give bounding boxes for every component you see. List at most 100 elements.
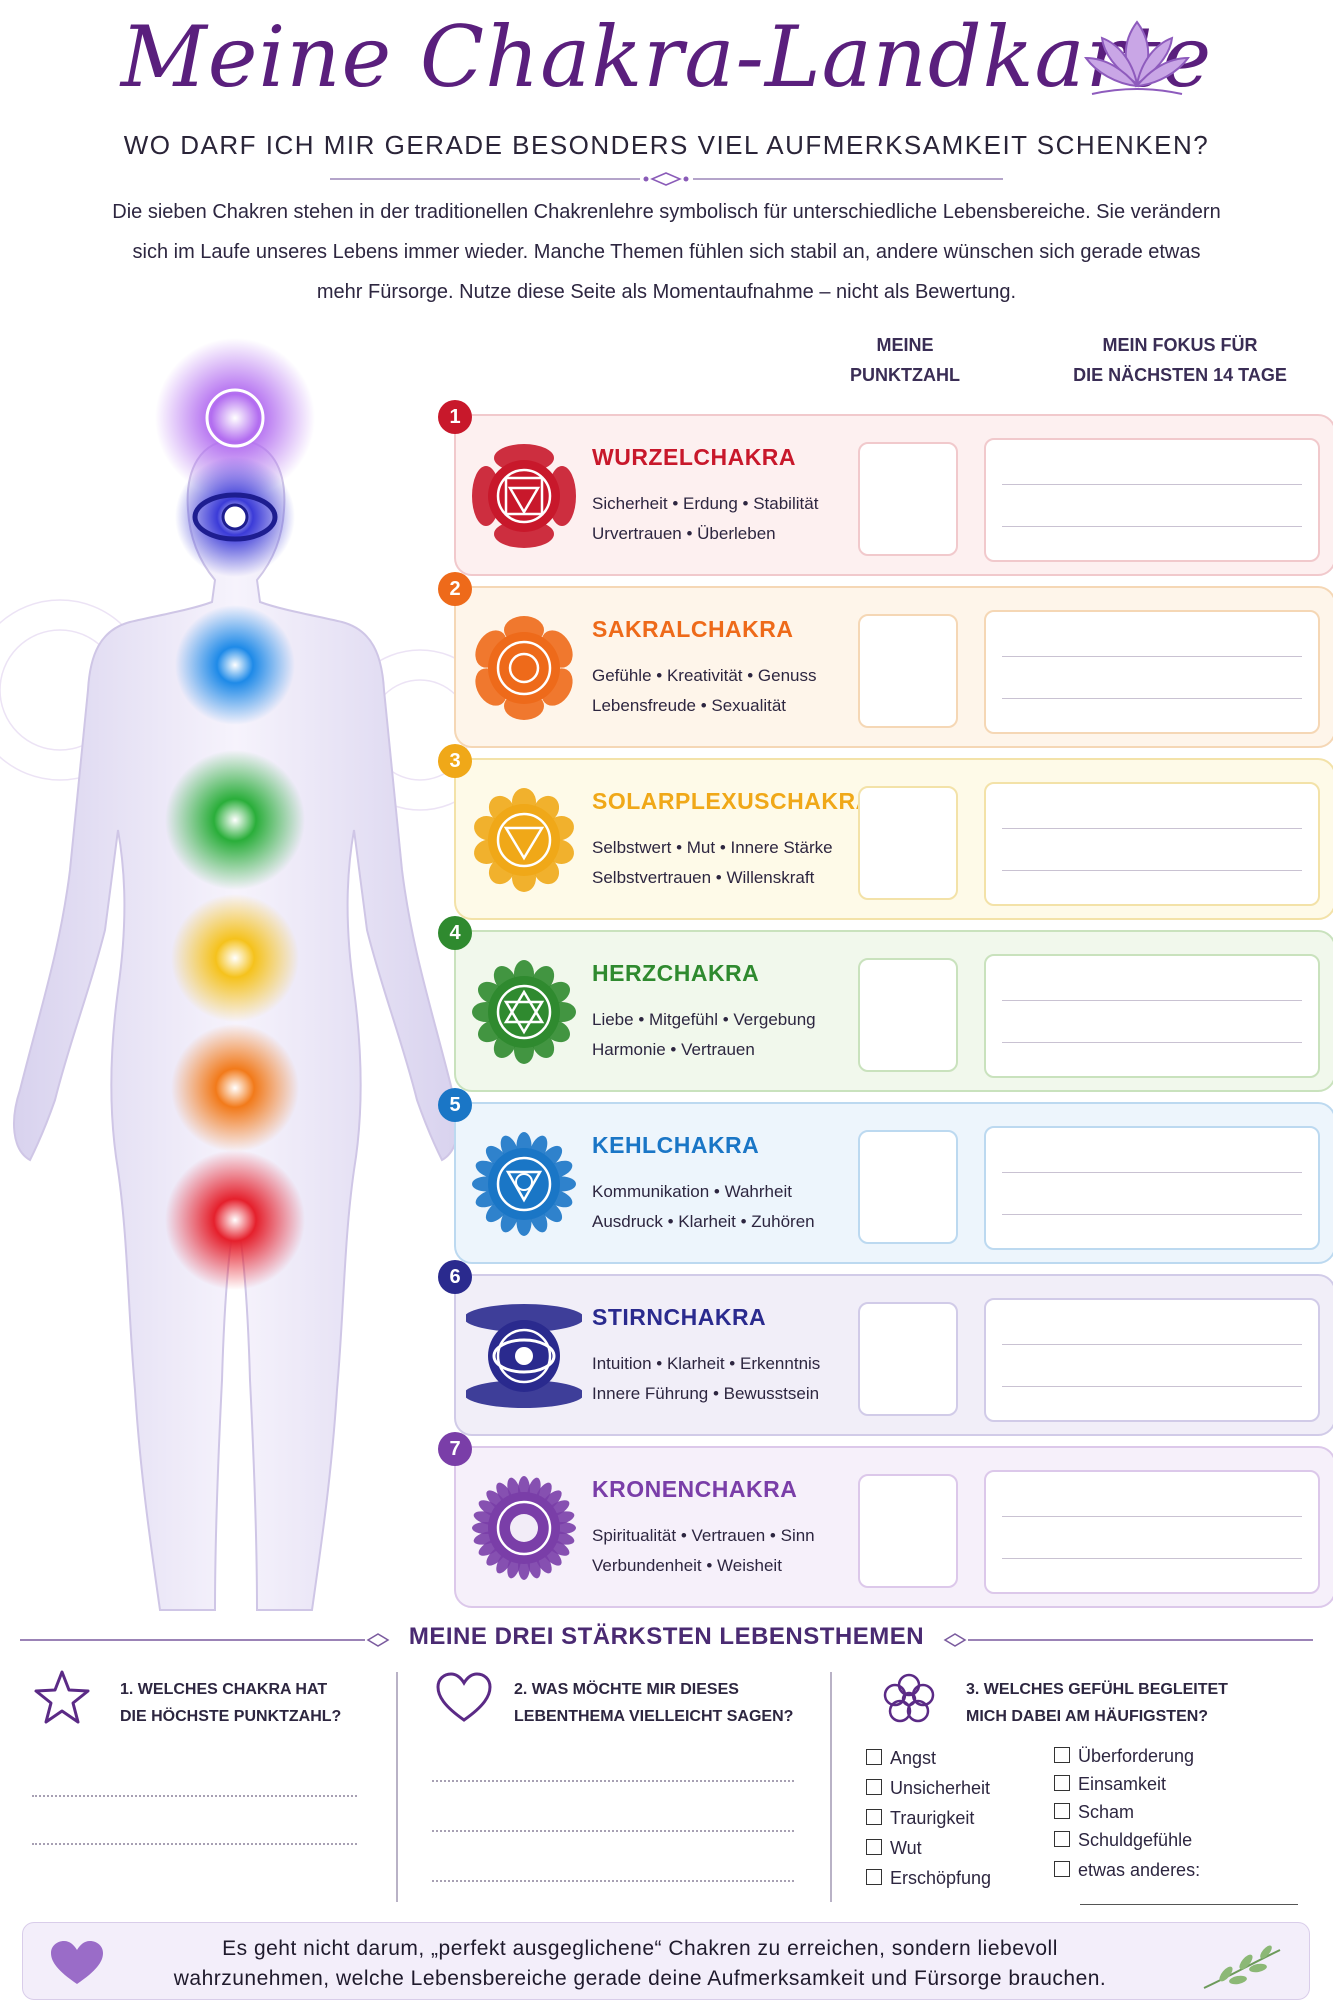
checkbox-box[interactable] [866,1749,882,1765]
answer-line[interactable] [432,1830,794,1832]
focus-column-header: MEIN FOKUS FÜR DIE NÄCHSTEN 14 TAGE [1030,330,1330,390]
checkbox-box[interactable] [1054,1747,1070,1763]
focus-input-box[interactable] [984,782,1320,906]
checkbox-box[interactable] [1054,1775,1070,1791]
checkbox-label: etwas anderes: [1078,1860,1201,1880]
checkbox-label: Unsicherheit [890,1778,991,1798]
chakra-keywords: Selbstvertrauen • Willenskraft [592,868,815,887]
intro-line: mehr Fürsorge. Nutze diese Seite als Mom… [316,281,1017,303]
question-line: LEBENTHEMA VIELLEICHT SAGEN? [514,1708,794,1725]
footer-line: Es geht nicht darum, „perfekt ausgeglich… [222,1937,1058,1960]
checkbox-box[interactable] [866,1779,882,1795]
score-input-box[interactable] [858,442,958,556]
focus-input-box[interactable] [984,1126,1320,1250]
row-number-badge: 7 [438,1432,472,1466]
chakra-row-stirnchakra: 6 STIRNCHAKRA Intuition • Klarheit • Erk… [438,1260,1333,1436]
star-icon [34,1670,90,1724]
intro-line: sich im Laufe unseres Lebens immer wiede… [132,241,1201,263]
focus-input-box[interactable] [984,1470,1320,1594]
question-line: 3. WELCHES GEFÜHL BEGLEITET [966,1681,1228,1698]
focus-input-box[interactable] [984,438,1320,562]
column-divider [396,1672,398,1902]
section-divider [20,1633,1313,1647]
answer-line[interactable] [32,1795,357,1797]
checkbox-label: Überforderung [1078,1746,1195,1766]
score-input-box[interactable] [858,958,958,1072]
chakra-name: WURZELCHAKRA [592,444,797,470]
footer-text: Es geht nicht darum, „perfekt ausgeglich… [110,1934,1170,1994]
checkbox-ueberforderung[interactable]: Überforderung [1054,1746,1194,1767]
score-input-box[interactable] [858,786,958,900]
checkbox-box[interactable] [866,1839,882,1855]
answer-line[interactable] [32,1843,357,1845]
checkbox-box[interactable] [1054,1831,1070,1847]
chakra-name: SOLARPLEXUSCHAKRA [592,788,873,814]
checkbox-label: Angst [890,1748,937,1768]
chakra-row-kehlchakra: 5 KEHLCHAKRA Kommunikation • Wahrheit Au… [438,1088,1333,1264]
checkbox-box[interactable] [1054,1861,1070,1877]
chakra-keywords: Kommunikation • Wahrheit [592,1182,792,1201]
score-input-box[interactable] [858,614,958,728]
section-title: MEINE DREI STÄRKSTEN LEBENSTHEMEN [408,1623,925,1650]
chakra-row-solarplexuschakra: 3 SOLARPLEXUSCHAKRA Selbstwert • Mut • I… [438,744,1333,920]
chakra-body-illustration [0,338,480,1611]
checkbox-wut[interactable]: Wut [866,1838,922,1859]
question-line: MICH DABEI AM HÄUFIGSTEN? [966,1708,1209,1725]
column-divider [830,1672,832,1902]
question-3: 3. WELCHES GEFÜHL BEGLEITET MICH DABEI A… [966,1676,1228,1730]
answer-line[interactable] [432,1780,794,1782]
chakra-keywords: Gefühle • Kreativität • Genuss [592,666,817,685]
checkbox-label: Erschöpfung [890,1868,992,1888]
wurzelchakra-symbol-icon [472,444,576,548]
stirnchakra-symbol-icon [466,1304,582,1408]
chakra-keywords: Harmonie • Vertrauen [592,1040,755,1059]
checkbox-angst[interactable]: Angst [866,1748,936,1769]
focus-input-box[interactable] [984,610,1320,734]
question-2: 2. WAS MÖCHTE MIR DIESES LEBENTHEMA VIEL… [514,1676,793,1730]
question-line: DIE HÖCHSTE PUNKTZAHL? [120,1708,342,1725]
page-subtitle: WO DARF ICH MIR GERADE BESONDERS VIEL AU… [123,130,1210,160]
heart-icon [51,1941,103,1984]
question-1: 1. WELCHES CHAKRA HAT DIE HÖCHSTE PUNKTZ… [120,1676,341,1730]
checkbox-scham[interactable]: Scham [1054,1802,1134,1823]
row-number-badge: 5 [438,1088,472,1122]
footer-line: wahrzunehmen, welche Lebensbereiche gera… [173,1967,1107,1990]
checkbox-box[interactable] [866,1809,882,1825]
answer-line[interactable] [432,1880,794,1882]
score-header-line: PUNKTZAHL [850,365,960,385]
intro-text: Die sieben Chakren stehen in der traditi… [30,192,1303,312]
intro-line: Die sieben Chakren stehen in der traditi… [112,201,1221,223]
score-header-line: MEINE [876,335,934,355]
chakra-keywords: Lebensfreude • Sexualität [592,696,787,715]
herzchakra-symbol-icon [472,960,576,1064]
focus-header-line: MEIN FOKUS FÜR [1102,335,1258,355]
checkbox-box[interactable] [866,1869,882,1885]
score-column-header: MEINE PUNKTZAHL [830,330,980,390]
lotus-icon [1084,20,1190,95]
chakra-name: STIRNCHAKRA [592,1304,767,1330]
other-feeling-line[interactable] [1080,1904,1298,1905]
focus-input-box[interactable] [984,954,1320,1078]
kehlchakra-symbol-icon [472,1132,576,1236]
checkbox-einsamkeit[interactable]: Einsamkeit [1054,1774,1166,1795]
focus-input-box[interactable] [984,1298,1320,1422]
score-input-box[interactable] [858,1130,958,1244]
chakra-keywords: Sicherheit • Erdung • Stabilität [592,494,819,513]
focus-header-line: DIE NÄCHSTEN 14 TAGE [1073,365,1287,385]
chakra-name: KRONENCHAKRA [592,1476,798,1502]
checkbox-box[interactable] [1054,1803,1070,1819]
chakra-keywords: Intuition • Klarheit • Erkenntnis [592,1354,821,1373]
checkbox-schuldgefuehle[interactable]: Schuldgefühle [1054,1830,1192,1851]
heart-icon [436,1672,492,1722]
chakra-name: KEHLCHAKRA [592,1132,760,1158]
chakra-keywords: Spiritualität • Vertrauen • Sinn [592,1526,815,1545]
checkbox-traurigkeit[interactable]: Traurigkeit [866,1808,974,1829]
checkbox-unsicherheit[interactable]: Unsicherheit [866,1778,990,1799]
score-input-box[interactable] [858,1302,958,1416]
question-line: 1. WELCHES CHAKRA HAT [120,1681,328,1698]
chakra-keywords: Urvertrauen • Überleben [592,524,776,543]
checkbox-etwas-anderes[interactable]: etwas anderes: [1054,1860,1200,1881]
chakra-keywords: Selbstwert • Mut • Innere Stärke [592,838,833,857]
checkbox-erschoepfung[interactable]: Erschöpfung [866,1868,991,1889]
score-input-box[interactable] [858,1474,958,1588]
